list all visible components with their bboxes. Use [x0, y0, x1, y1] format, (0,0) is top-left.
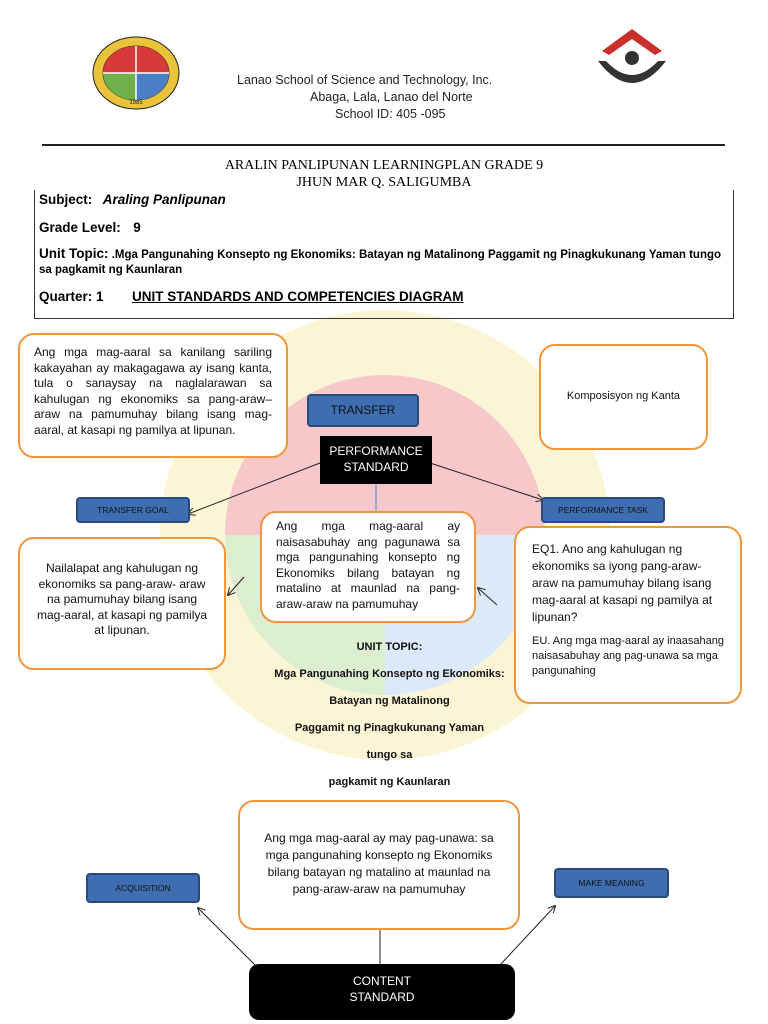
- unit-topic-line: tungo sa: [366, 749, 413, 761]
- school-header: Lanao School of Science and Technology, …: [200, 72, 580, 123]
- unit-topic-value: .Mga Pangunahing Konsepto ng Ekonomiks: …: [39, 249, 722, 276]
- transfer-label: TRANSFER: [330, 403, 396, 417]
- make-meaning-button[interactable]: MAKE MEANING: [554, 868, 669, 898]
- eq-eu-box: EQ1. Ano ang kahulugan ng ekonomiks sa i…: [514, 526, 742, 704]
- plan-title: ARALIN PANLIPUNAN LEARNINGPLAN GRADE 9: [224, 158, 544, 173]
- seal-year: 1985: [129, 100, 143, 106]
- content-standard-label: CONTENT STANDARD: [349, 974, 415, 1004]
- teacher-name: JHUN MAR Q. SALIGUMBA: [296, 175, 472, 190]
- performance-standard-label: PERFORMANCE STANDARD: [329, 444, 423, 474]
- make-meaning-label: MAKE MEANING: [578, 878, 645, 888]
- acquisition-label: ACQUISITION: [115, 883, 171, 893]
- unit-topic-row: Unit Topic: .Mga Pangunahing Konsepto ng…: [39, 246, 729, 278]
- transfer-description-box: Ang mga mag-aaral sa kanilang sariling k…: [18, 333, 288, 458]
- transfer-goal-button[interactable]: TRANSFER GOAL: [76, 497, 190, 523]
- performance-task-label: PERFORMANCE TASK: [558, 505, 648, 515]
- transfer-goal-label: TRANSFER GOAL: [97, 505, 169, 515]
- performance-task-box: Komposisyon ng Kanta: [539, 344, 708, 450]
- center-standard-box: Ang mga mag-aaral ay naisasabuhay ang pa…: [260, 511, 476, 623]
- unit-topic-line: pagkamit ng Kaunlaran: [328, 776, 451, 788]
- quarter-row: Quarter: 1 UNIT STANDARDS AND COMPETENCI…: [39, 288, 464, 306]
- content-standard-box: CONTENT STANDARD: [249, 964, 515, 1020]
- transfer-button[interactable]: TRANSFER: [307, 394, 419, 427]
- subject-value: Araling Panlipunan: [102, 192, 226, 207]
- enduring-understanding: EU. Ang mga mag-aaral ay inaasahang nais…: [532, 635, 725, 677]
- transfer-goal-text: Nailalapat ang kahulugan ng ekonomiks sa…: [36, 561, 208, 637]
- school-seal-logo: 1985: [92, 36, 180, 110]
- essential-question: EQ1. Ano ang kahulugan ng ekonomiks sa i…: [532, 542, 713, 624]
- unit-topic-label: Unit Topic:: [39, 246, 109, 261]
- performance-task-text: Komposisyon ng Kanta: [566, 390, 681, 403]
- transfer-goal-box: Nailalapat ang kahulugan ng ekonomiks sa…: [18, 537, 226, 670]
- acquisition-button[interactable]: ACQUISITION: [86, 873, 200, 903]
- content-description: Ang mga mag-aaral ay may pag-unawa: sa m…: [264, 831, 494, 896]
- header-divider: [42, 144, 725, 146]
- house-person-logo: [598, 29, 666, 83]
- center-standard-text: Ang mga mag-aaral ay naisasabuhay ang pa…: [276, 519, 460, 611]
- diagram-title: UNIT STANDARDS AND COMPETENCIES DIAGRAM: [131, 289, 464, 304]
- unit-topic-line: UNIT TOPIC:: [356, 641, 423, 653]
- grade-row: Grade Level: 9: [39, 219, 141, 237]
- subject-row: Subject: Araling Panlipunan: [39, 191, 226, 209]
- unit-topic-line: Paggamit ng Pinagkukunang Yaman: [294, 722, 485, 734]
- grade-label: Grade Level:: [39, 220, 121, 235]
- transfer-description: Ang mga mag-aaral sa kanilang sariling k…: [34, 345, 272, 437]
- school-id: School ID: 405 -095: [335, 107, 446, 121]
- school-address: Abaga, Lala, Lanao del Norte: [310, 90, 473, 104]
- info-box: Subject: Araling Panlipunan Grade Level:…: [34, 190, 734, 319]
- performance-task-button[interactable]: PERFORMANCE TASK: [541, 497, 665, 523]
- subject-label: Subject:: [39, 192, 93, 207]
- unit-topic-block: UNIT TOPIC: Mga Pangunahing Konsepto ng …: [262, 634, 517, 796]
- quarter-label: Quarter: 1: [39, 289, 104, 304]
- performance-standard-box: PERFORMANCE STANDARD: [320, 436, 432, 484]
- unit-topic-line: Batayan ng Matalinong: [329, 695, 450, 707]
- unit-topic-line: Mga Pangunahing Konsepto ng Ekonomiks:: [274, 668, 505, 680]
- grade-value: 9: [133, 220, 141, 235]
- content-description-box: Ang mga mag-aaral ay may pag-unawa: sa m…: [238, 800, 520, 930]
- school-name: Lanao School of Science and Technology, …: [237, 73, 493, 87]
